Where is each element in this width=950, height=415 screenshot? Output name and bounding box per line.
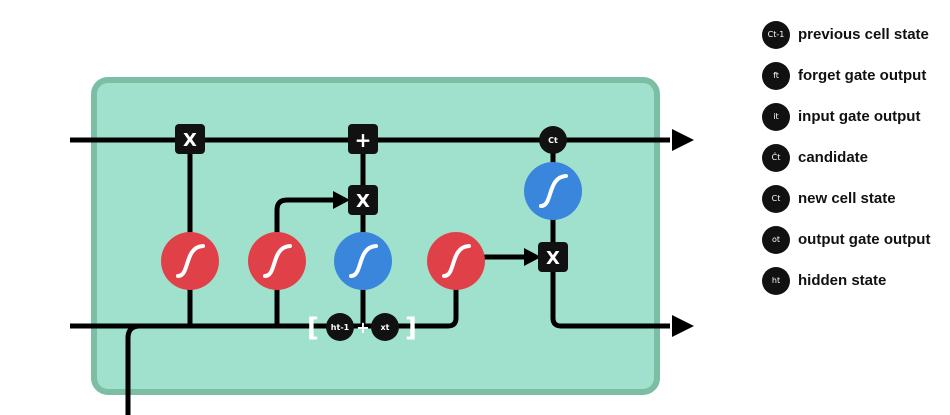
tanh-curve-icon — [539, 174, 568, 208]
legend-label: output gate output — [798, 231, 931, 248]
sigmoid-curve-icon — [176, 244, 205, 278]
legend-label: previous cell state — [798, 26, 929, 43]
input-gate-arrowhead — [333, 191, 350, 209]
input-gate-sigmoid — [248, 232, 306, 290]
cell-state-arrowhead — [672, 129, 694, 151]
legend-label: hidden state — [798, 272, 887, 289]
output-gate-arrowhead — [524, 248, 541, 266]
hidden-output-line — [550, 270, 670, 329]
legend-badge: ft — [762, 61, 790, 90]
forget-gate-sigmoid — [161, 232, 219, 290]
sigmoid-curve-icon — [442, 244, 471, 278]
legend-badge: Ĉt — [762, 143, 790, 172]
legend-item-forget-gate-output: ft forget gate output — [762, 55, 950, 96]
forget-multiply-op: X — [175, 124, 205, 154]
legend-item-new-cell-state: Ct new cell state — [762, 178, 950, 219]
concat-to-output-gate-line — [420, 262, 459, 329]
legend-label: input gate output — [798, 108, 921, 125]
concat-h-label: ht-1 — [331, 323, 350, 332]
cell-state-out-label: Ct — [548, 136, 558, 145]
sigmoid-curve-icon — [263, 244, 292, 278]
hidden-output-arrowhead — [672, 315, 694, 337]
input-multiply-label: X — [356, 191, 370, 212]
input-multiply-op: X — [348, 185, 378, 215]
cell-state-out-node: Ct — [539, 126, 567, 154]
legend-item-candidate: Ĉt candidate — [762, 137, 950, 178]
concat-x-node — [371, 313, 399, 341]
legend-badge: Ct — [762, 184, 790, 213]
legend-item-hidden-state: ht hidden state — [762, 260, 950, 301]
legend-badge: it — [762, 102, 790, 131]
concat-h-node — [326, 313, 354, 341]
forget-multiply-label: X — [183, 130, 197, 151]
concat-group: [ ht-1 + xt ] — [307, 313, 417, 343]
concat-x-label: xt — [381, 323, 390, 332]
legend-item-previous-cell-state: Ct-1 previous cell state — [762, 14, 950, 55]
cell-add-op: + — [348, 124, 378, 154]
output-multiply-label: X — [546, 248, 560, 269]
legend-item-output-gate-output: ot output gate output — [762, 219, 950, 260]
concat-bracket-close: ] — [405, 313, 417, 343]
candidate-tanh — [334, 232, 392, 290]
legend-badge: ht — [762, 266, 790, 295]
legend: Ct-1 previous cell state ft forget gate … — [762, 14, 950, 301]
concat-bracket-open: [ — [307, 313, 319, 343]
input-xt-bend — [125, 323, 141, 339]
tanh-curve-icon — [349, 244, 378, 278]
concat-plus-label: + — [356, 318, 369, 337]
legend-label: new cell state — [798, 190, 896, 207]
output-multiply-op: X — [538, 242, 568, 272]
cell-state-tanh — [524, 162, 582, 220]
input-gate-line — [274, 197, 338, 326]
legend-item-input-gate-output: it input gate output — [762, 96, 950, 137]
legend-badge: ot — [762, 225, 790, 254]
legend-badge: Ct-1 — [762, 20, 790, 49]
cell-add-label: + — [355, 128, 372, 152]
output-gate-sigmoid — [427, 232, 485, 290]
legend-label: forget gate output — [798, 67, 927, 84]
legend-label: candidate — [798, 149, 869, 166]
